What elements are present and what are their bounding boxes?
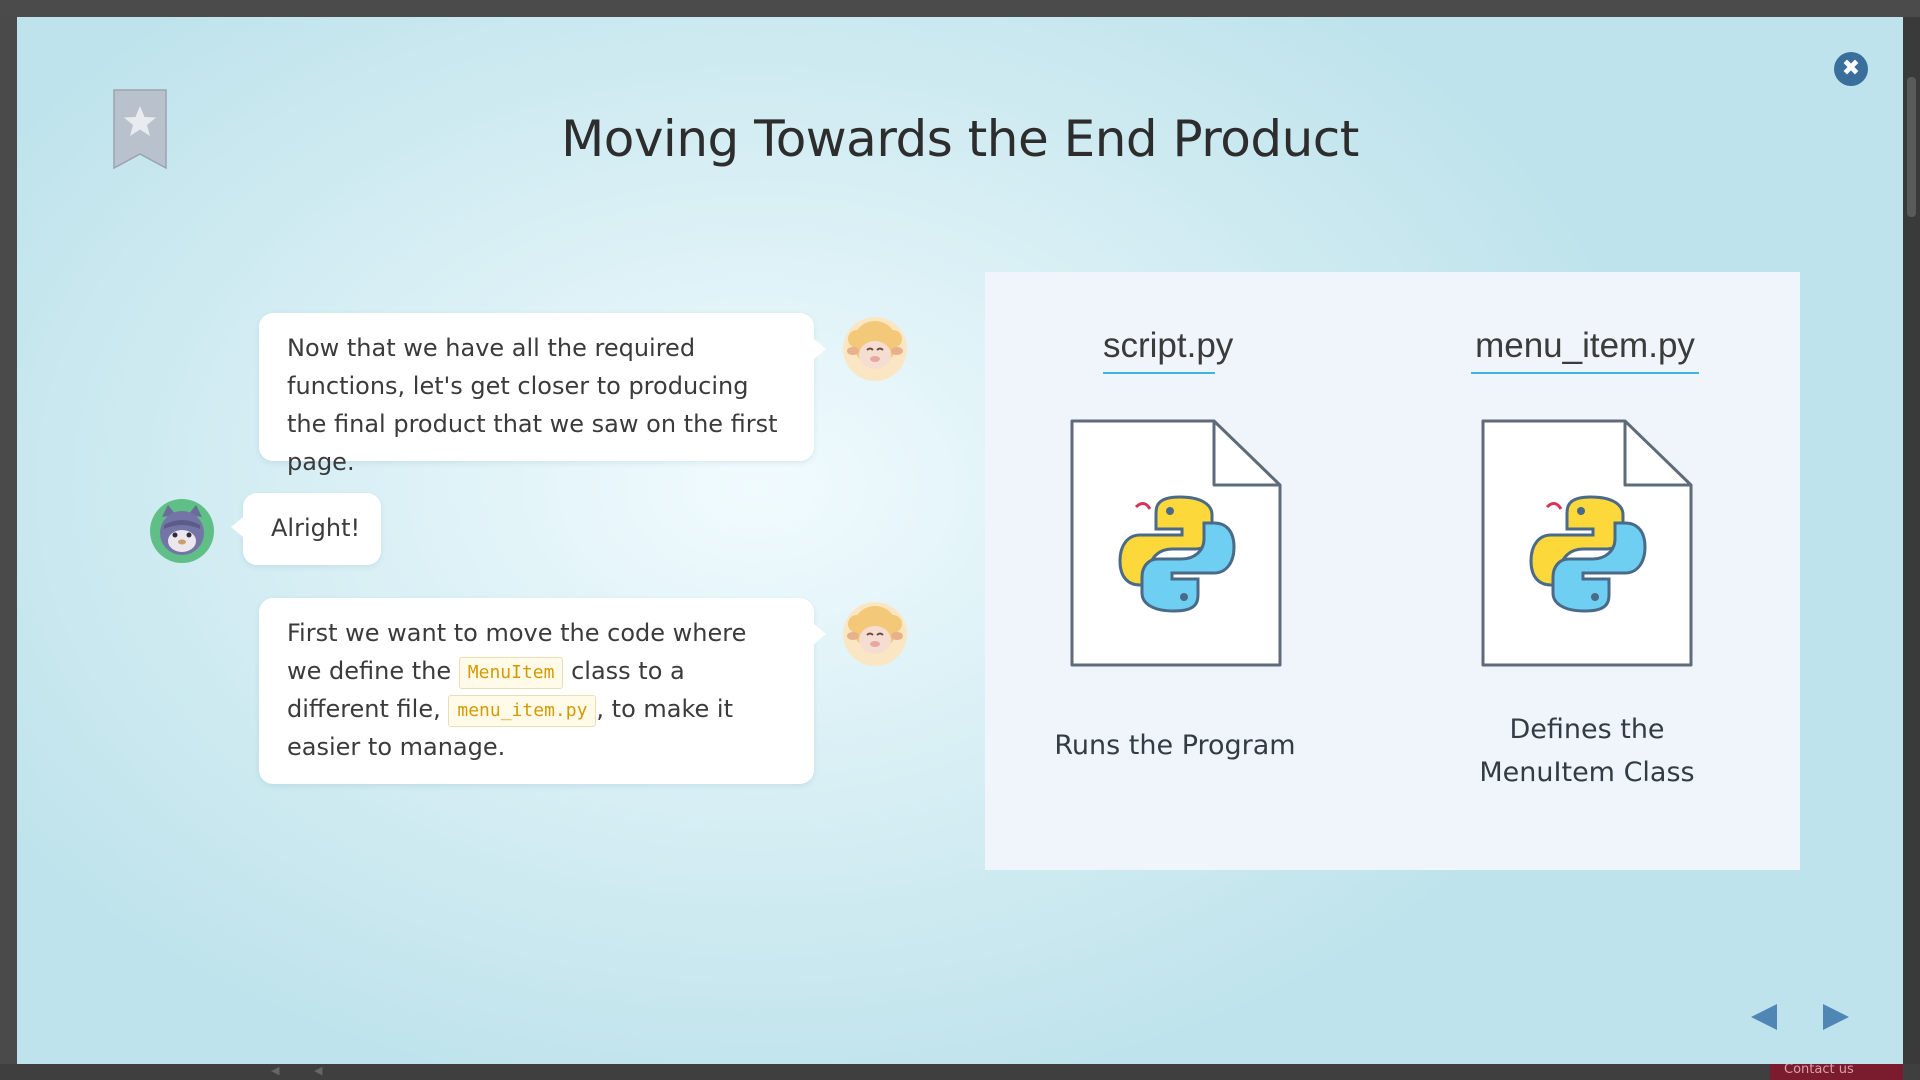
file-name-text: menu_item.py bbox=[1475, 326, 1695, 365]
contact-us-label: Contact us bbox=[1784, 1062, 1854, 1077]
file-name-script: script.py bbox=[1103, 326, 1233, 374]
sheep-avatar-icon bbox=[843, 317, 907, 381]
cat-avatar-icon bbox=[150, 499, 214, 563]
chat-bubble-sheep: First we want to move the code where we … bbox=[259, 598, 826, 784]
python-file-icon bbox=[1481, 419, 1693, 667]
previous-arrow-icon[interactable] bbox=[1747, 1000, 1783, 1034]
bookmark-star-icon[interactable] bbox=[112, 88, 168, 170]
file-caption-line: MenuItem Class bbox=[1479, 757, 1695, 788]
chat-message-text: class to a different file, bbox=[287, 657, 685, 723]
file-caption-menu-item: Defines the MenuItem Class bbox=[1437, 708, 1737, 794]
file-name-underline bbox=[1471, 372, 1699, 374]
file-caption-script: Runs the Program bbox=[1054, 730, 1296, 761]
close-icon: ✖ bbox=[1841, 56, 1861, 81]
chevron-left-icon: ◀ bbox=[271, 1064, 280, 1077]
next-arrow-icon[interactable] bbox=[1817, 1000, 1853, 1034]
inline-code-menuitem: MenuItem bbox=[458, 657, 564, 689]
contact-us-button[interactable]: Contact us bbox=[1770, 1060, 1903, 1080]
chat-bubble-cat: Alright! bbox=[231, 493, 381, 565]
python-file-icon bbox=[1070, 419, 1282, 667]
file-caption-line: Defines the bbox=[1509, 714, 1665, 745]
chat-message-text: First we want to move the code where we … bbox=[287, 619, 747, 685]
chat-message-text: Alright! bbox=[271, 514, 361, 542]
chevron-left-icon: ◀ bbox=[314, 1064, 323, 1077]
chat-message-text: Now that we have all the required functi… bbox=[287, 334, 778, 476]
close-button[interactable]: ✖ bbox=[1834, 52, 1868, 86]
background-page-bottom bbox=[0, 1064, 1920, 1080]
file-name-text: script.py bbox=[1103, 326, 1234, 365]
lesson-modal: ✖ Moving Towards the End Product Now tha… bbox=[17, 17, 1903, 1064]
file-name-menu-item: menu_item.py bbox=[1471, 326, 1699, 374]
background-page-top bbox=[0, 0, 1920, 17]
page-scrollbar[interactable] bbox=[1903, 17, 1920, 1064]
sheep-avatar-icon bbox=[843, 602, 907, 666]
chat-bubble-sheep: Now that we have all the required functi… bbox=[259, 313, 826, 476]
scrollbar-thumb[interactable] bbox=[1907, 77, 1916, 217]
file-diagram-panel: script.py menu_item.py bbox=[985, 272, 1800, 870]
chat-message-text: , to make it easier to manage. bbox=[287, 695, 734, 761]
lesson-title: Moving Towards the End Product bbox=[561, 110, 1359, 168]
file-name-underline bbox=[1103, 372, 1215, 374]
inline-code-menu-item-py: menu_item.py bbox=[448, 695, 597, 727]
